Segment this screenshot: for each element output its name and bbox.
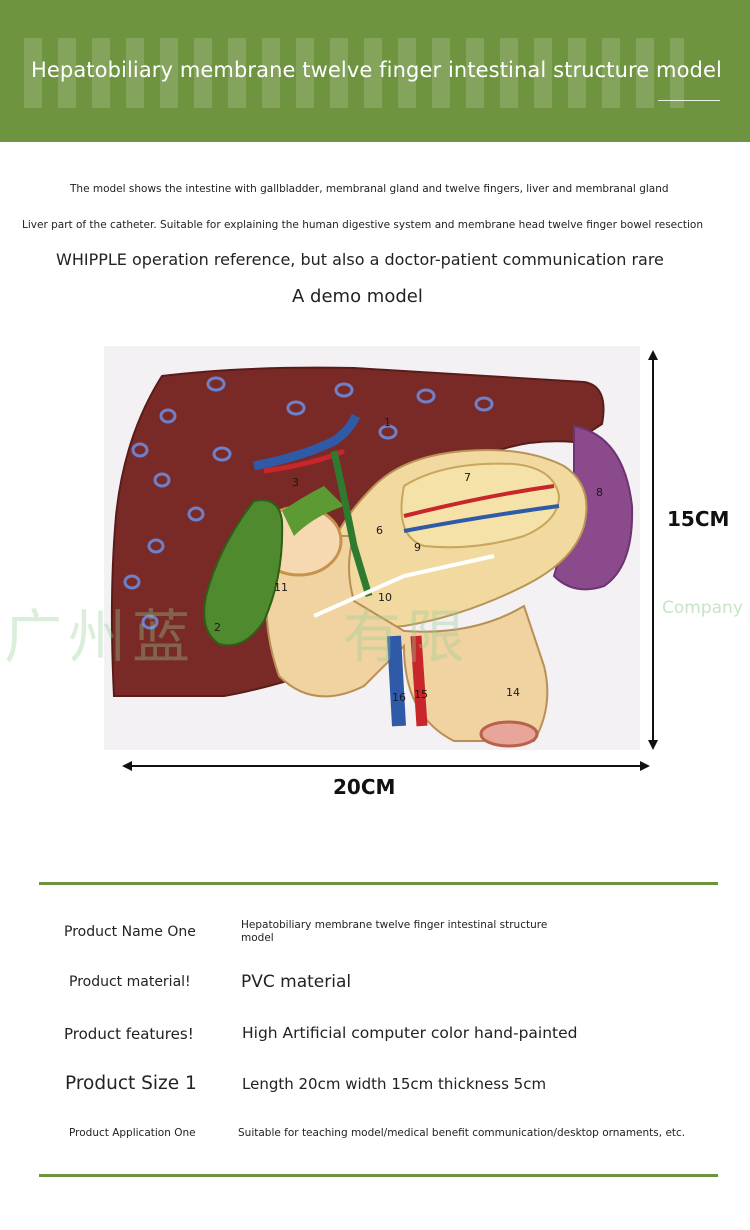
- bile-duct: [330, 450, 373, 598]
- structure-number-label: 14: [506, 686, 520, 699]
- watermark-company: Company: [662, 598, 743, 618]
- structure-number-label: 3: [292, 476, 299, 489]
- structure-number-label: 8: [596, 486, 603, 499]
- watermark-text: 广州蓝 有限: [4, 603, 471, 671]
- cystic-duct: [282, 486, 344, 536]
- splenic-vein: [403, 504, 560, 533]
- structure-number-label: 15: [414, 688, 428, 701]
- pancreatic-duct: [313, 554, 495, 618]
- spec-label-application: Product Application One: [69, 1127, 196, 1139]
- description-line-2: Liver part of the catheter. Suitable for…: [22, 219, 704, 231]
- spec-value-features: High Artificial computer color hand-pain…: [242, 1024, 578, 1042]
- structure-number-label: 1: [384, 416, 391, 429]
- spec-top-divider: [39, 882, 718, 885]
- portal-vein: [253, 413, 361, 471]
- page-title: Hepatobiliary membrane twelve finger int…: [31, 58, 722, 82]
- spec-value-size: Length 20cm width 15cm thickness 5cm: [242, 1075, 547, 1093]
- structure-number-label: 7: [464, 471, 471, 484]
- description-line-1: The model shows the intestine with gallb…: [70, 183, 669, 195]
- description-line-4: A demo model: [292, 286, 423, 307]
- spec-label-size: Product Size 1: [65, 1073, 197, 1094]
- height-dimension-arrow: [648, 350, 658, 750]
- width-dimension-label: 20CM: [333, 775, 396, 799]
- structure-number-label: 2: [214, 621, 221, 634]
- spec-label-material: Product material!: [69, 974, 191, 990]
- anatomy-model-illustration: 1 2 3 6 7 8 9 10 11 14 15 16: [104, 346, 640, 750]
- stomach-section: [400, 462, 561, 549]
- banner-background-text: [24, 38, 684, 108]
- mesenteric-artery: [410, 635, 428, 727]
- spec-value-name: Hepatobiliary membrane twelve finger int…: [241, 919, 548, 944]
- jejunum-cross-section: [479, 720, 539, 748]
- structure-number-label: 10: [378, 591, 392, 604]
- spec-value-material: PVC material: [241, 972, 352, 992]
- splenic-artery: [403, 484, 555, 518]
- banner-rule: [658, 100, 720, 101]
- description-line-3: WHIPPLE operation reference, but also a …: [56, 250, 664, 269]
- spec-label-features: Product features!: [64, 1025, 194, 1043]
- spec-value-application: Suitable for teaching model/medical bene…: [238, 1127, 686, 1139]
- structure-number-label: 16: [392, 691, 406, 704]
- liver-vessel-markers: [123, 376, 494, 630]
- header-banner: Hepatobiliary membrane twelve finger int…: [0, 0, 750, 142]
- structure-number-label: 6: [376, 524, 383, 537]
- width-dimension-arrow: [122, 761, 650, 771]
- duodenum-shape: [265, 535, 549, 742]
- product-photo: 1 2 3 6 7 8 9 10 11 14 15 16: [104, 346, 640, 750]
- structure-number-label: 9: [414, 541, 421, 554]
- structure-number-label: 11: [274, 581, 288, 594]
- mesenteric-vein: [387, 635, 406, 727]
- spec-bottom-divider: [39, 1174, 718, 1177]
- spec-label-name: Product Name One: [64, 924, 196, 940]
- gallbladder-shape: [203, 499, 284, 647]
- height-dimension-label: 15CM: [667, 507, 730, 531]
